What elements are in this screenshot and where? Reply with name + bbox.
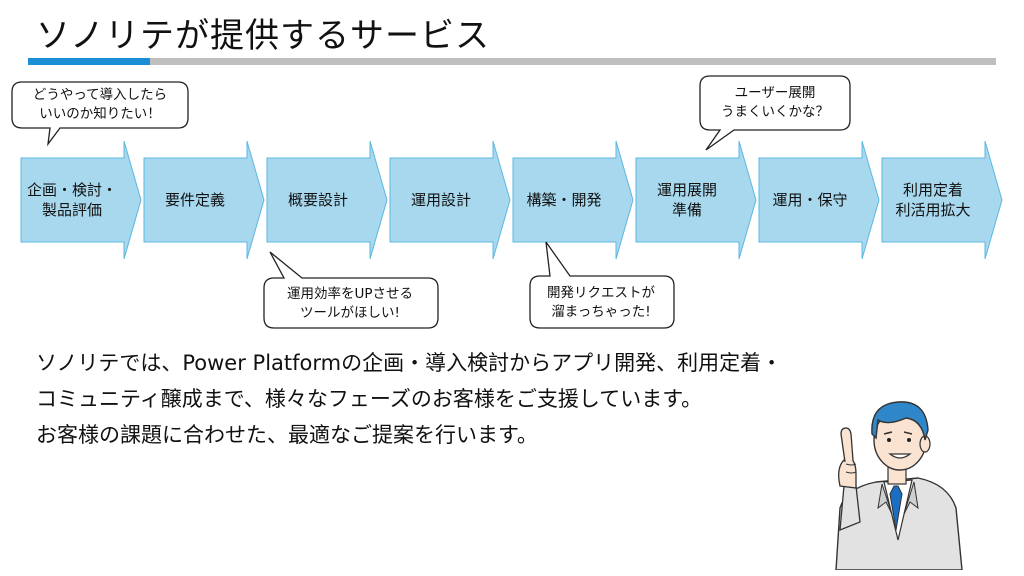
step-arrow-1: [20, 140, 142, 260]
step-arrow-2: [143, 140, 265, 260]
speech-bubble-how-to-start: [11, 81, 189, 147]
speech-bubble-how-to-start-text: どうやって導入したら いいのか知りたい！: [32, 87, 168, 122]
step-arrow-4: [389, 140, 511, 260]
description-line-1: ソノリテでは、Power Platformの企画・導入検討からアプリ開発、利用定…: [36, 351, 783, 375]
step-arrow-3: [266, 140, 388, 260]
step-label-6: 運用展開 準備: [656, 181, 717, 219]
page-title: ソノリテが提供するサービス: [36, 16, 490, 56]
description-line-3: お客様の課題に合わせた、最適なご提案を行います。: [36, 423, 538, 447]
speech-bubble-rollout: [699, 75, 851, 151]
speech-bubble-rollout-text: ユーザー展開 うまくいくかな？: [721, 85, 829, 120]
step-arrow-5: [512, 140, 634, 260]
step-label-4: 運用設計: [410, 191, 471, 209]
step-label-2: 要件定義: [164, 191, 225, 209]
description: ソノリテでは、Power Platformの企画・導入検討からアプリ開発、利用定…: [36, 345, 782, 453]
step-arrow-7: [758, 140, 880, 260]
process-flow: 企画・検討・ 製品評価 要件定義 概要設計 運用設計 構築・開発 運用展開 準備…: [0, 140, 1024, 260]
step-label-8: 利用定着 利活用拡大: [895, 181, 971, 219]
speech-bubble-efficiency: [263, 251, 439, 329]
title-underline: [150, 58, 996, 65]
step-label-1: 企画・検討・ 製品評価: [26, 181, 117, 219]
speech-bubble-efficiency-text: 運用効率をUPさせる ツールがほしい!: [286, 286, 414, 321]
step-arrow-6: [635, 140, 757, 260]
step-label-3: 概要設計: [287, 191, 348, 209]
businessman-illustration: [835, 401, 963, 570]
title-underline-accent: [28, 58, 150, 65]
speech-bubble-dev-backlog: [529, 241, 675, 329]
step-label-7: 運用・保守: [772, 191, 848, 209]
speech-bubble-dev-backlog-text: 開発リクエストが 溜まっちゃった!: [547, 285, 655, 320]
step-label-5: 構築・開発: [526, 191, 602, 209]
description-line-2: コミュニティ醸成まで、様々なフェーズのお客様をご支援しています。: [36, 387, 703, 411]
step-arrow-8: [881, 140, 1003, 260]
